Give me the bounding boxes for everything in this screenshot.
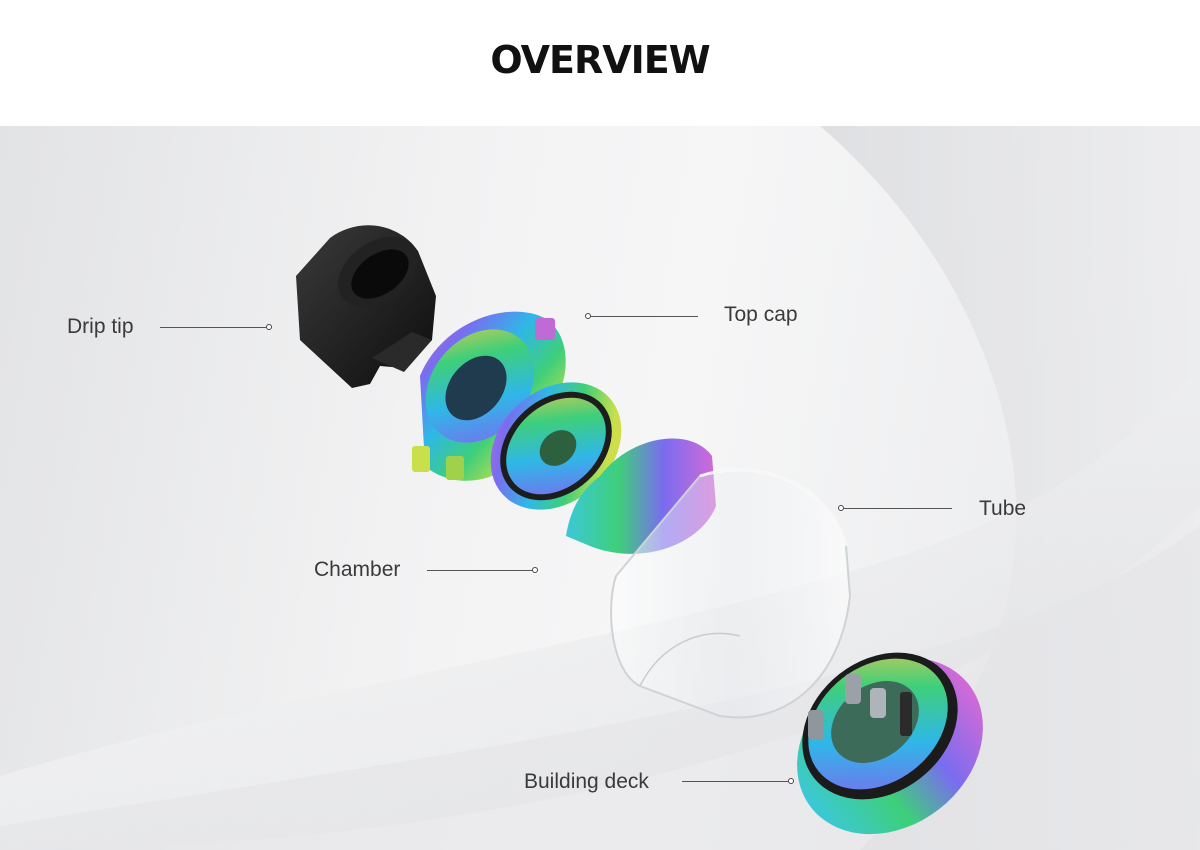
callout-chamber-dot xyxy=(532,567,538,573)
callout-drip-tip-label: Drip tip xyxy=(67,315,134,338)
callout-tube-label: Tube xyxy=(979,497,1027,520)
drip-tip-part xyxy=(296,225,436,388)
callout-building-deck-line xyxy=(682,781,788,782)
callout-drip-tip-dot xyxy=(266,324,272,330)
callout-drip-tip-line xyxy=(160,327,266,328)
callout-top-cap-dot xyxy=(585,313,591,319)
callout-tube-line xyxy=(844,508,952,509)
callout-chamber-label: Chamber xyxy=(314,558,401,581)
callout-top-cap-line xyxy=(591,316,698,317)
callout-top-cap-label: Top cap xyxy=(724,303,798,326)
chamber-part xyxy=(490,382,716,554)
product-stage: Drip tip Top cap Tube Chamber Building d… xyxy=(0,126,1200,850)
callout-building-deck-dot xyxy=(788,778,794,784)
rta-exploded-view xyxy=(296,225,983,835)
page-title: OVERVIEW xyxy=(490,38,710,82)
callout-tube-dot xyxy=(838,505,844,511)
header: OVERVIEW xyxy=(0,0,1200,126)
tube-part xyxy=(610,468,852,719)
callout-chamber-line xyxy=(427,570,532,571)
callout-building-deck-label: Building deck xyxy=(524,770,649,793)
building-deck-part xyxy=(797,652,983,835)
